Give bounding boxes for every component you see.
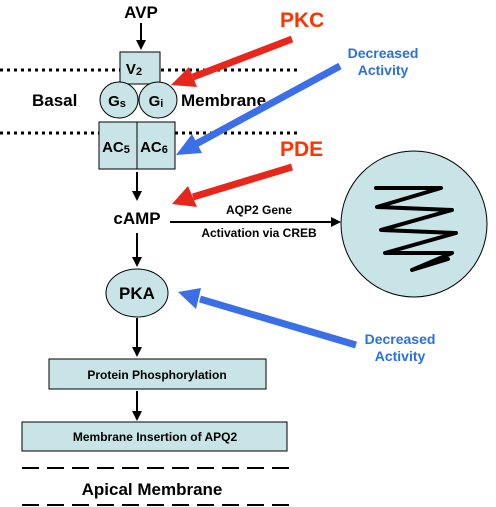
v2-receptor-box [119, 51, 161, 85]
pkc-label: PKC [280, 9, 324, 32]
pde-label: PDE [280, 138, 323, 161]
pka-ellipse [105, 268, 169, 318]
decreased-activity-lower-arrowhead [178, 288, 201, 309]
aqp2-gene-label: AQP2 Gene [226, 203, 292, 217]
decreased-activity-upper-line1: Decreased [348, 45, 419, 61]
ac6-label: AC6 [140, 139, 168, 156]
pde-arrow-shaft [191, 163, 294, 201]
protein-phosphorylation-label: Protein Phosphorylation [87, 368, 226, 382]
decreased-activity-upper-arrow-shaft [194, 62, 342, 148]
decreased-activity-lower-line2: Activity [375, 348, 426, 364]
decreased-activity-lower-arrow-shaft [199, 295, 357, 349]
gi-protein-label: Gi [149, 93, 164, 110]
basal-label: Basal [32, 91, 77, 110]
dna-zigzag [374, 186, 458, 272]
gs-protein-label: Gs [108, 93, 126, 110]
pkc-arrowhead [171, 67, 197, 87]
membrane-insertion-box [21, 421, 288, 452]
avp-label: AVP [124, 3, 158, 22]
membrane-insertion-label: Membrane Insertion of APQ2 [73, 430, 238, 444]
decreased-activity-upper-line2: Activity [358, 62, 409, 78]
pkc-arrow-shaft [191, 35, 294, 81]
apical-membrane-label: Apical Membrane [82, 480, 223, 499]
creb-activation-label: Activation via CREB [201, 226, 317, 240]
ac6-box [136, 121, 176, 170]
pde-arrowhead [172, 186, 197, 207]
decreased-activity-lower-line1: Decreased [365, 331, 436, 347]
gs-protein-circle [99, 81, 139, 119]
membrane-label: Membrane [181, 91, 266, 110]
ac5-label: AC5 [102, 139, 130, 156]
decreased-activity-upper-arrowhead [176, 134, 202, 155]
nucleus-circle [340, 150, 488, 298]
camp-label: cAMP [113, 209, 160, 228]
gi-protein-circle [138, 81, 178, 119]
protein-phosphorylation-box [48, 358, 267, 390]
pka-label: PKA [119, 284, 155, 303]
v2-receptor-label: V2 [126, 61, 142, 78]
